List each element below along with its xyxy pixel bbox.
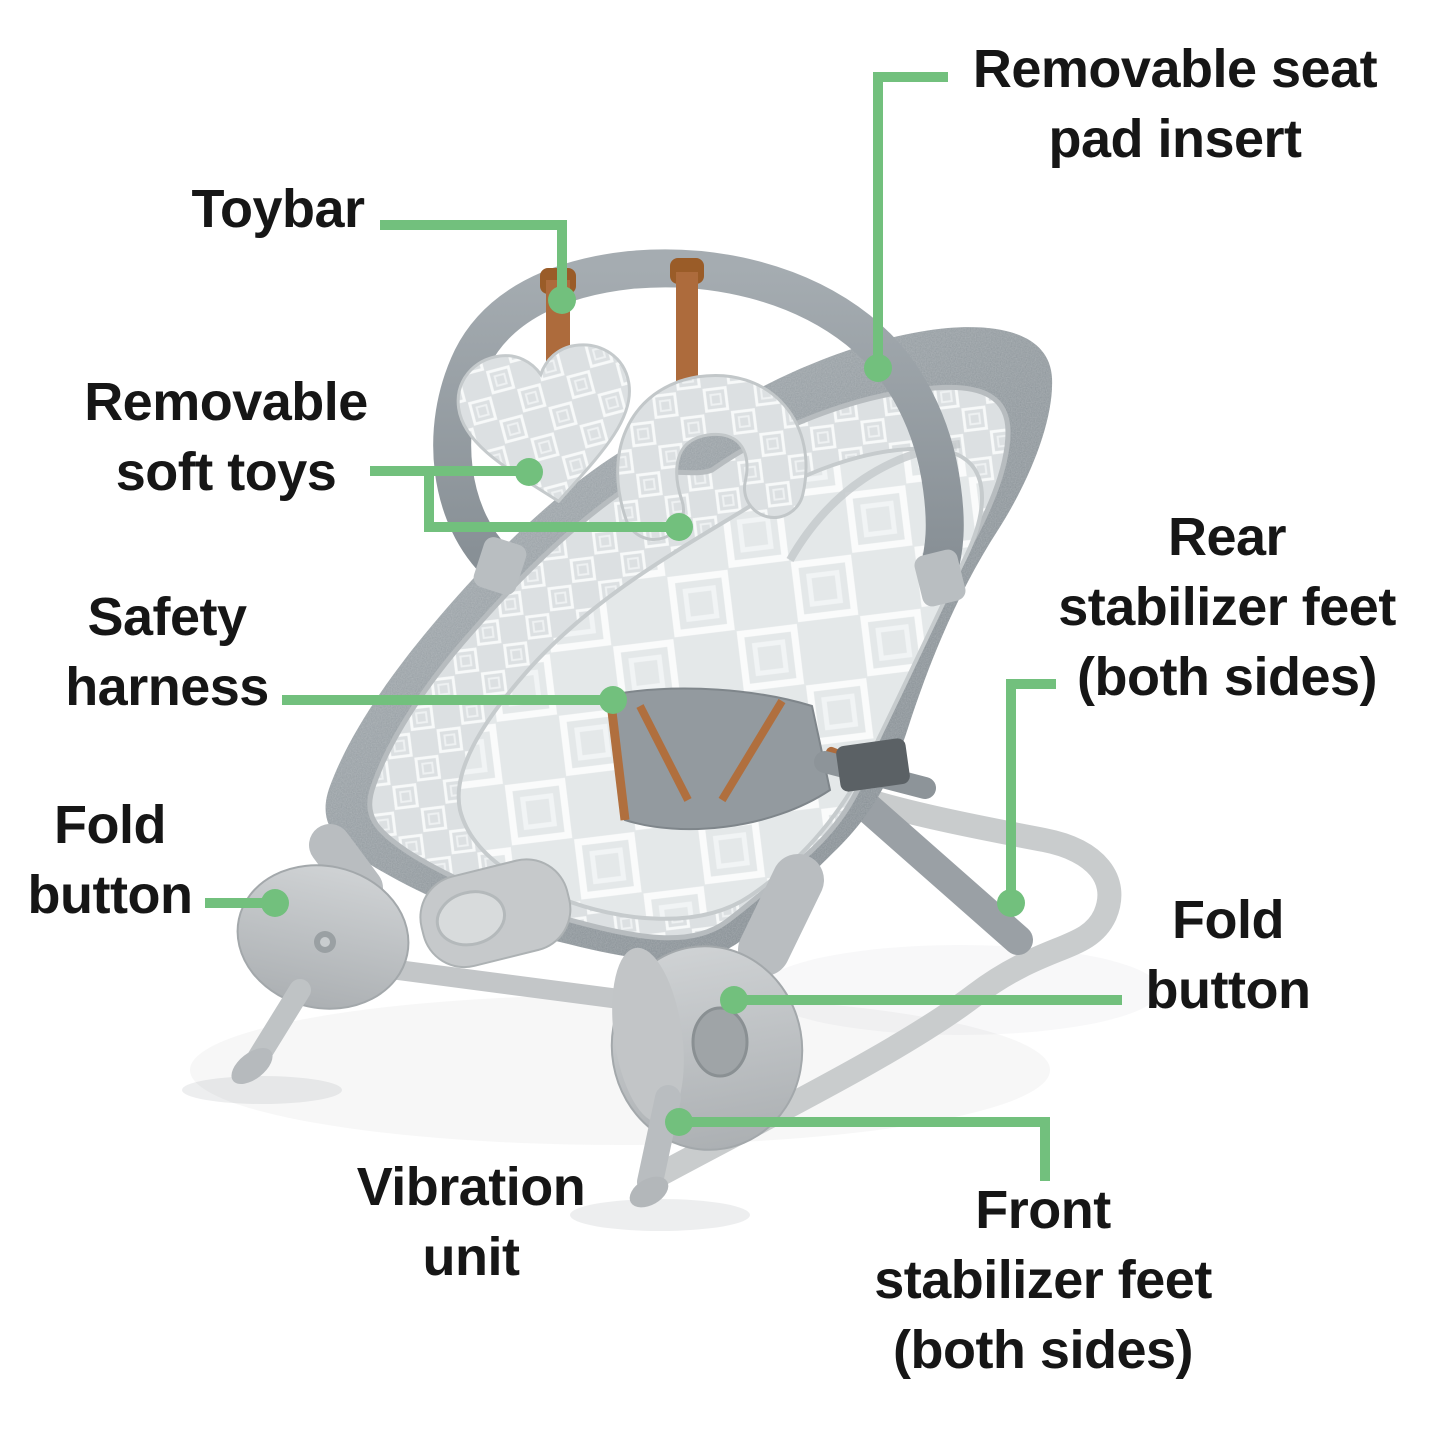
front-stabilizer-foot [629,1176,669,1208]
toybar-part [433,249,966,607]
seat-center-cushion [456,446,984,921]
harness-strap-right [718,698,786,803]
label-line: Removable [84,372,368,432]
right-housing-side [612,947,684,1123]
vibration-pod-oval [435,890,506,947]
soft-toy-heart [456,343,631,504]
rocker-tube [638,788,1122,1192]
label-line: Fold [1172,890,1284,950]
harness-trim-left [605,694,630,821]
front-leg [637,1085,681,1195]
label-line: stabilizer feet [874,1250,1212,1310]
harness-buckle [836,738,910,792]
safety-harness-part [605,687,936,831]
harness-strap-left [636,704,692,802]
vibration-unit-part [419,858,572,969]
label-removable-soft-toys: Removable soft toys [26,367,426,507]
harness-pad [608,687,832,831]
label-line: Rear [1167,507,1287,567]
label-line: Vibration [356,1157,586,1217]
label-fold-button-right: Fold button [1043,885,1413,1025]
left-stabilizer-foot [231,1048,273,1084]
label-toybar: Toybar [163,174,393,244]
right-housing-hub [691,1006,749,1078]
connector-front-stabilizer [665,1108,1050,1181]
left-leg [247,979,311,1069]
connector-toybar [380,220,576,314]
soft-toy-2 [619,376,805,538]
label-line: unit [422,1227,520,1287]
label-line: Removable seat [972,39,1378,99]
callout-connectors [205,72,1122,1181]
toy-strap-right [676,272,698,384]
label-line: Front [975,1180,1111,1240]
label-line: Toybar [191,179,365,239]
label-line: Fold [54,795,166,855]
right-mount-arm [738,854,824,976]
connector-soft-toys [370,458,693,541]
label-line: Safety [87,587,247,647]
label-rear-stabilizer: Rear stabilizer feet (both sides) [1017,502,1437,712]
connector-safety-harness [282,686,627,714]
label-line: button [1145,960,1311,1020]
label-line: button [27,865,193,925]
connector-fold-button-right [720,986,1122,1014]
label-line: harness [65,657,269,717]
label-removable-seat-pad: Removable seat pad insert [925,34,1425,174]
label-front-stabilizer: Front stabilizer feet (both sides) [833,1175,1253,1385]
label-line: soft toys [115,442,337,502]
label-fold-button-left: Fold button [0,790,220,930]
label-line: (both sides) [893,1320,1194,1380]
label-safety-harness: Safety harness [0,582,334,722]
label-vibration-unit: Vibration unit [321,1152,621,1292]
toybar-clip-right [914,549,966,607]
label-line: pad insert [1048,109,1302,169]
connector-seat-pad [864,72,948,382]
connector-rear-stabilizer [997,679,1056,917]
label-line: (both sides) [1077,647,1378,707]
connector-fold-button-left [205,889,289,917]
label-line: stabilizer feet [1058,577,1396,637]
left-housing-screw-cap [320,937,330,947]
toybar-clip-left [473,537,527,595]
